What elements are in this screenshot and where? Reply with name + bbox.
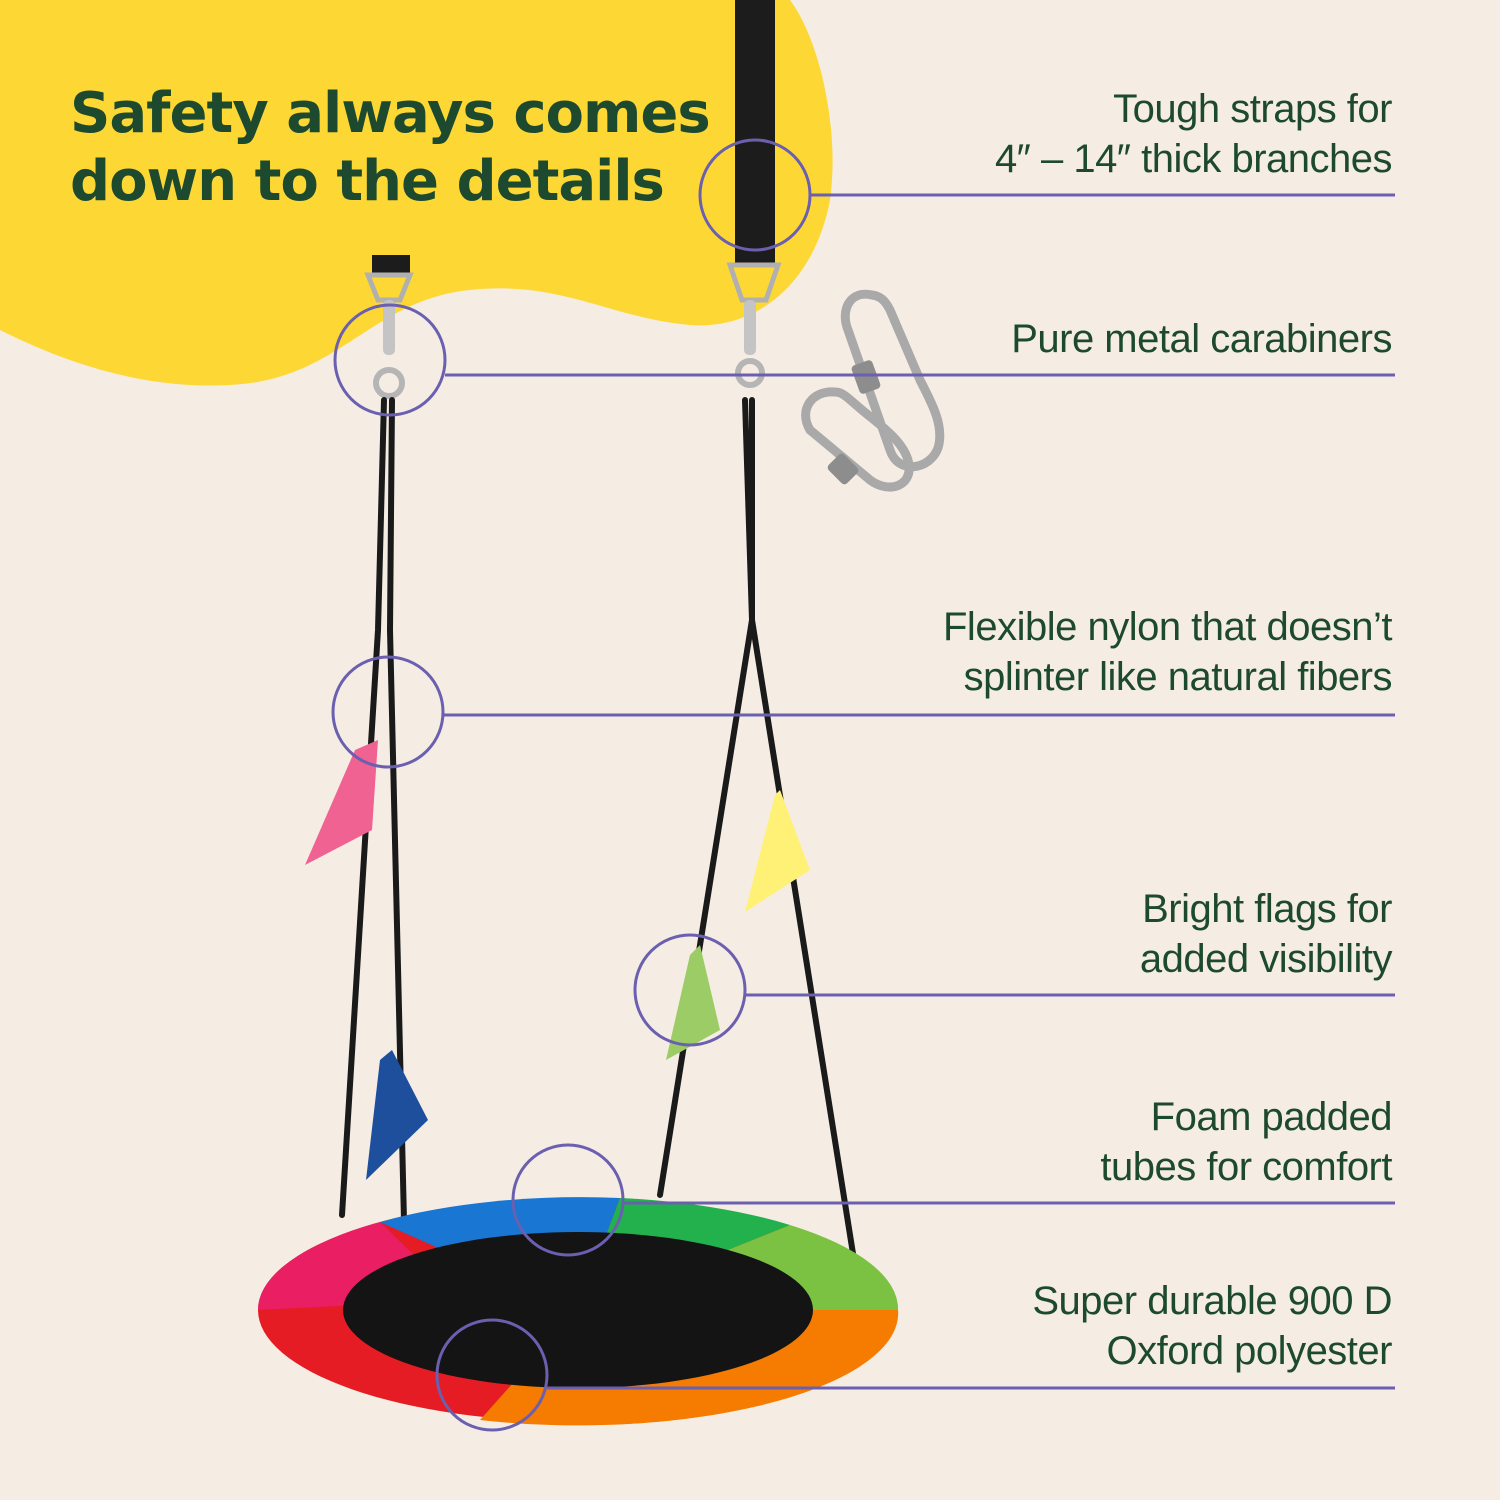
callout-tubes-line-1: Foam padded: [1150, 1095, 1393, 1139]
callout-fabric-line-1: Super durable 900 D: [1032, 1279, 1392, 1323]
callout-carabiners-line-1: Pure metal carabiners: [1011, 317, 1392, 361]
headline-line-2: down to the details: [70, 149, 665, 214]
flag-yellow: [745, 790, 810, 912]
callout-straps: Tough straps for 4″ – 14″ thick branches: [994, 84, 1393, 184]
callout-nylon-line-1: Flexible nylon that doesn’t: [943, 605, 1393, 649]
callout-fabric: Super durable 900 D Oxford polyester: [1032, 1276, 1392, 1376]
flag-blue: [366, 1050, 428, 1180]
callout-fabric-line-2: Oxford polyester: [1106, 1329, 1393, 1373]
yellow-blob: [0, 0, 833, 386]
callout-nylon-line-2: splinter like natural fibers: [963, 655, 1393, 699]
callout-tubes: Foam padded tubes for comfort: [1100, 1092, 1392, 1192]
callout-circles: [331, 138, 812, 1432]
seat: [258, 1197, 899, 1426]
callout-straps-line-2: 4″ – 14″ thick branches: [994, 137, 1393, 181]
carabiner-lock-1: [851, 360, 881, 394]
ring-right: [735, 358, 765, 388]
d-ring-left: [364, 272, 414, 303]
strap-right: [735, 0, 775, 265]
seat-center: [343, 1232, 813, 1388]
callout-lines: [443, 193, 1395, 1390]
swivel-right: [744, 300, 756, 355]
headline: Safety always comes down to the details: [70, 80, 770, 216]
callout-flags-line-1: Bright flags for: [1142, 887, 1392, 931]
flag-green: [666, 945, 720, 1060]
callout-flags-line-2: added visibility: [1139, 937, 1393, 981]
ring-left: [373, 367, 405, 399]
carabiner-lock-2: [827, 453, 859, 485]
callout-straps-line-1: Tough straps for: [1113, 87, 1392, 131]
headline-line-1: Safety always comes: [70, 81, 711, 146]
callout-carabiners: Pure metal carabiners: [1011, 314, 1392, 364]
callout-flags: Bright flags for added visibility: [1139, 884, 1393, 984]
flag-pink: [305, 740, 378, 865]
carabiner-pair: [801, 289, 945, 492]
d-ring-right: [726, 262, 782, 303]
strap-left: [372, 255, 410, 275]
callout-nylon: Flexible nylon that doesn’t splinter lik…: [943, 602, 1393, 702]
callout-tubes-line-2: tubes for comfort: [1100, 1145, 1392, 1189]
swivel-left: [383, 300, 395, 355]
